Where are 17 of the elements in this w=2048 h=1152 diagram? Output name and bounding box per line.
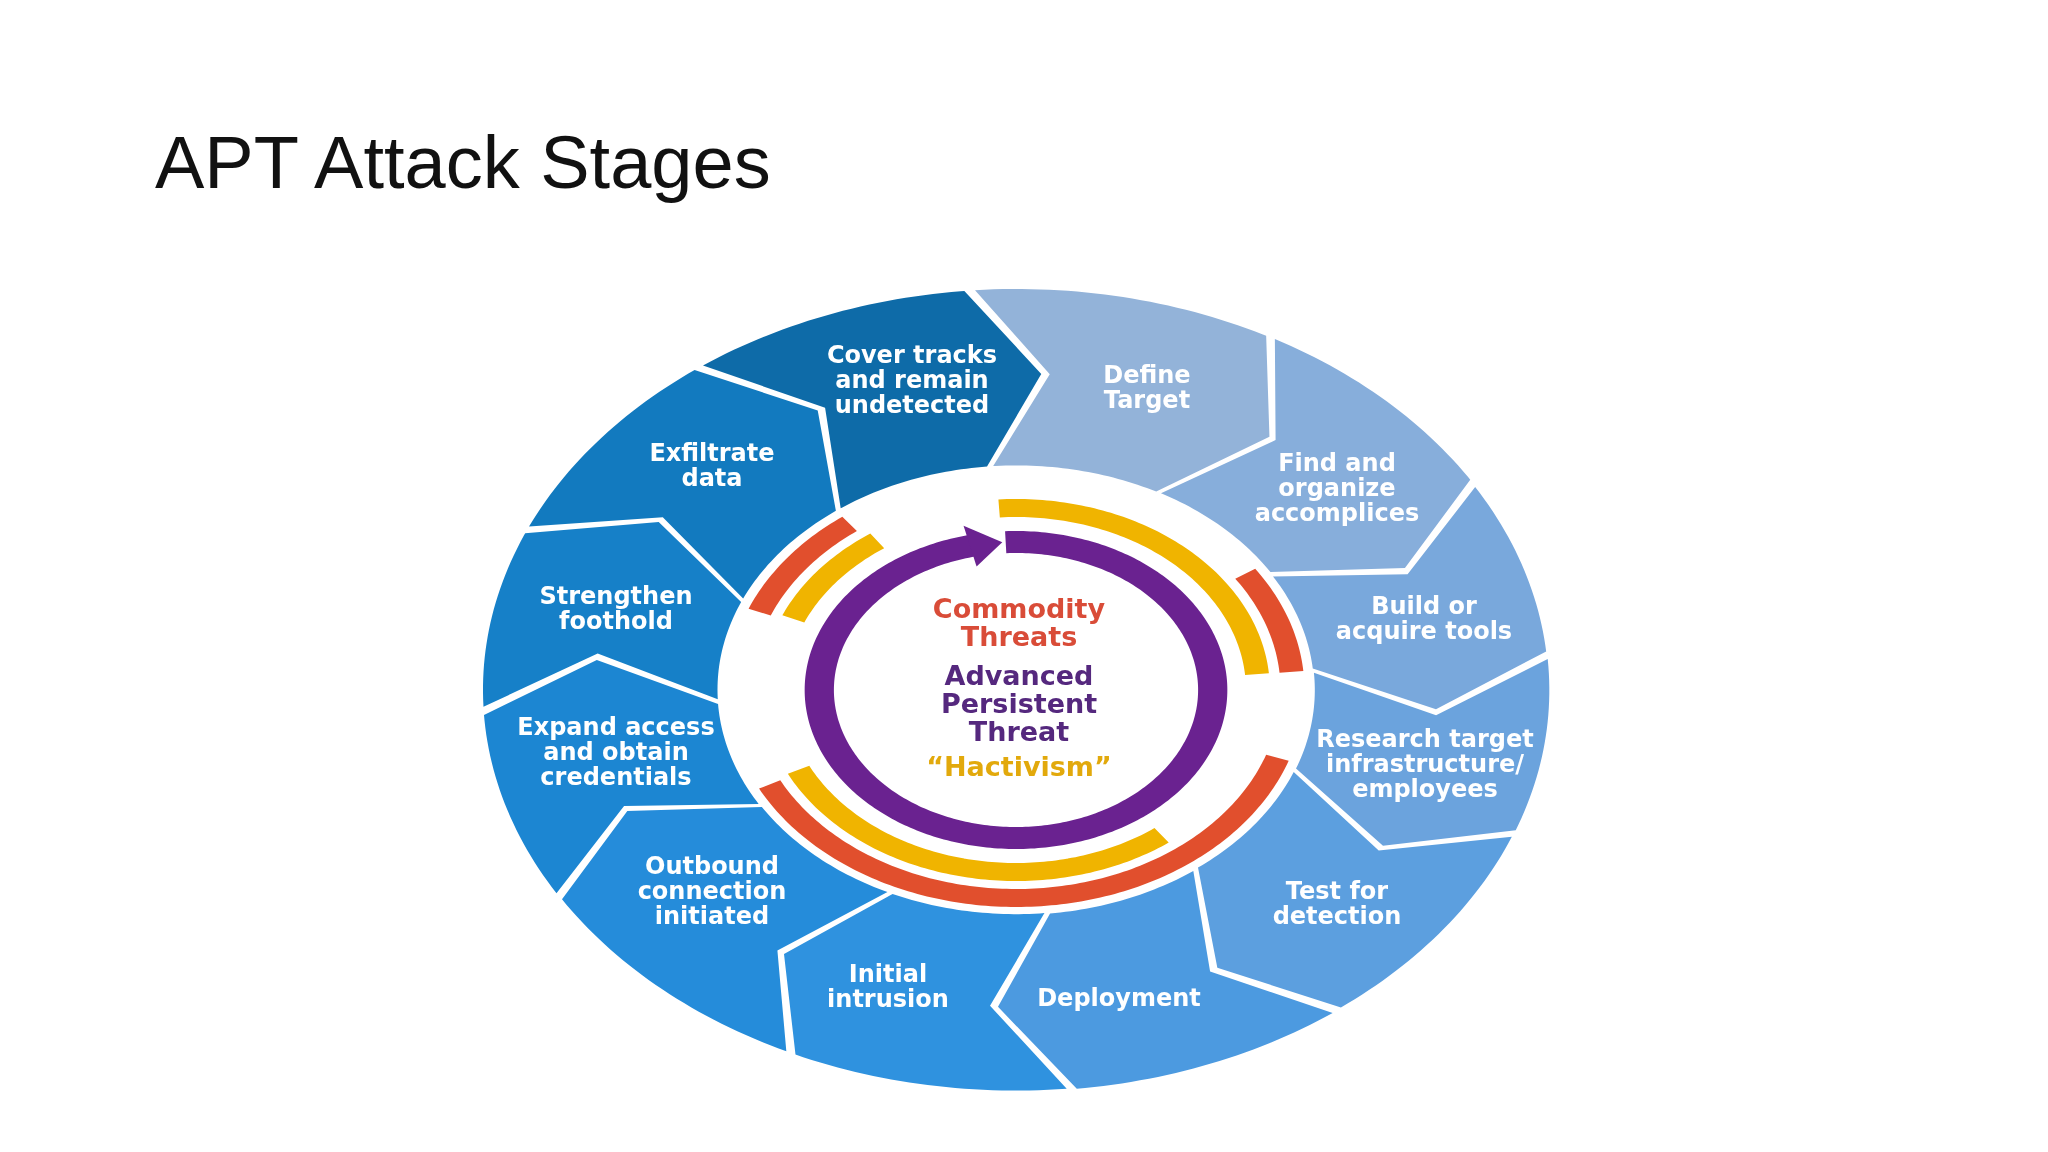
stage-segment	[483, 522, 742, 708]
stage-label: Cover tracks and remain undetected	[825, 342, 999, 418]
stage-label: Expand access and obtain credentials	[516, 714, 716, 790]
threat-label: Advanced Persistent Threat	[939, 662, 1099, 746]
stage-label: Build or acquire tools	[1334, 594, 1514, 644]
stage-label: Initial intrusion	[826, 962, 950, 1012]
stage-label: Deployment	[1036, 985, 1202, 1011]
stage-label: Research target infrastructure/ employees	[1315, 726, 1535, 802]
stage-label: Find and organize accomplices	[1253, 450, 1421, 526]
stage-label: Define Target	[1102, 363, 1192, 413]
stage-label: Outbound connection initiated	[636, 853, 788, 929]
stage-label: Exfiltrate data	[648, 441, 776, 491]
title: APT Attack Stages	[155, 120, 771, 206]
threat-label: “Hactivism”	[925, 753, 1113, 781]
stage-label: Strengthen foothold	[538, 584, 694, 634]
stage-label: Test for detection	[1271, 879, 1403, 929]
threat-label: Commodity Threats	[931, 595, 1107, 651]
